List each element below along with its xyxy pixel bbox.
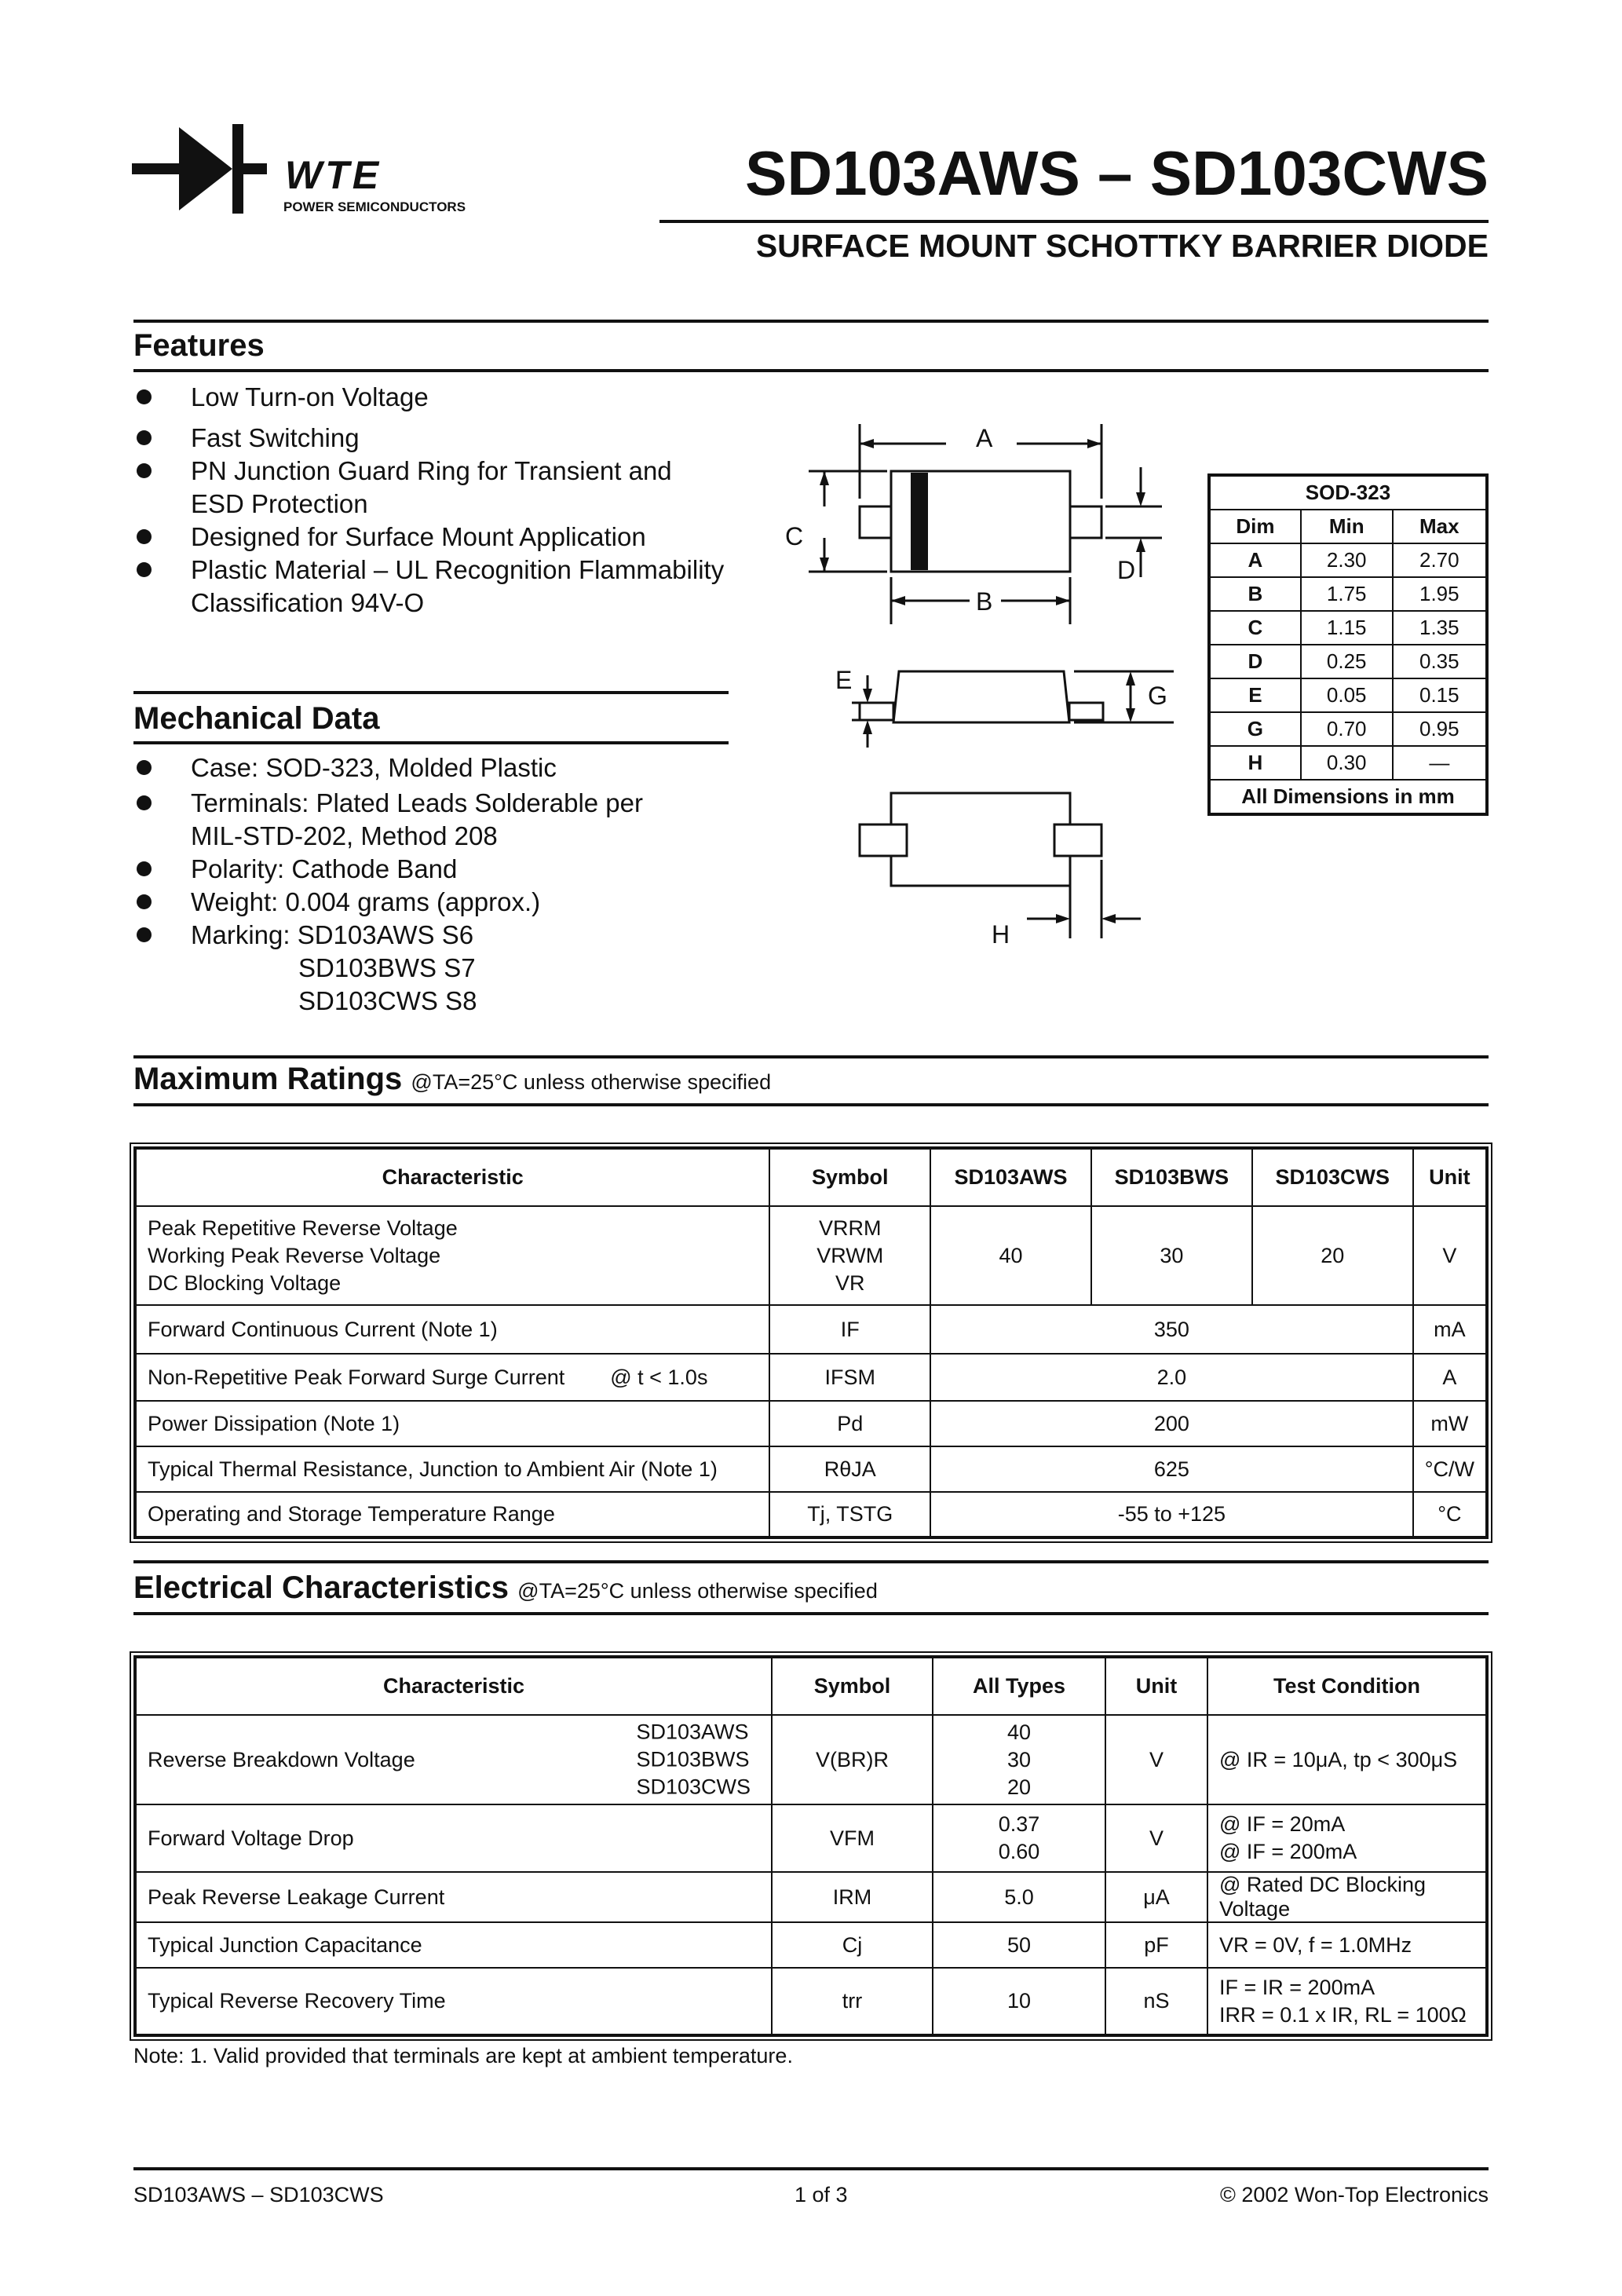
- max-ratings-condition: @TA=25°C unless otherwise specified: [411, 1070, 772, 1094]
- table-row: Peak Reverse Leakage Current IRM 5.0 μA …: [134, 1871, 1488, 1923]
- package-name: SOD-323: [1208, 474, 1488, 510]
- elec-title: Electrical Characteristics: [133, 1570, 510, 1605]
- mechanical-heading: Mechanical Data: [133, 701, 380, 736]
- electrical-table: Characteristic Symbol All Types Unit Tes…: [130, 1651, 1492, 2041]
- page-title: SD103AWS – SD103CWS: [744, 138, 1489, 208]
- table-row: Peak Repetitive Reverse Voltage Working …: [133, 1205, 1489, 1306]
- mech-top-rule: [133, 691, 729, 694]
- table-row: Forward Voltage Drop VFM 0.37 0.60 V @ I…: [134, 1804, 1488, 1873]
- dim-label-b: B: [976, 587, 993, 616]
- table-row: Non-Repetitive Peak Forward Surge Curren…: [133, 1353, 1489, 1402]
- table-row: Forward Continuous Current (Note 1) IF 3…: [133, 1304, 1489, 1355]
- max-ratings-table: Characteristic Symbol SD103AWS SD103BWS …: [130, 1143, 1492, 1543]
- col-header: Min: [1299, 509, 1394, 544]
- table-row: Operating and Storage Temperature Range …: [133, 1491, 1489, 1538]
- max-ratings-title: Maximum Ratings: [133, 1062, 403, 1096]
- dim-label-a: A: [976, 424, 993, 452]
- features-top-rule: [133, 320, 1489, 323]
- elec-bottom-rule: [133, 1612, 1489, 1615]
- table-row: Typical Thermal Resistance, Junction to …: [133, 1446, 1489, 1493]
- col-header: Unit: [1412, 1147, 1489, 1207]
- max-ratings-bottom-rule: [133, 1103, 1489, 1106]
- table-row: Power Dissipation (Note 1) Pd 200 mW: [133, 1400, 1489, 1447]
- elec-top-rule: [133, 1560, 1489, 1563]
- diode-logo-icon: [132, 124, 267, 214]
- table-row: Reverse Breakdown Voltage SD103AWS SD103…: [134, 1714, 1488, 1805]
- dimensions-footer: All Dimensions in mm: [1208, 779, 1488, 815]
- dim-label-g: G: [1148, 682, 1167, 710]
- brand-name: WTE: [285, 153, 382, 197]
- dim-label-h: H: [992, 920, 1010, 949]
- dim-label-c: C: [785, 522, 804, 550]
- col-header: Dim: [1208, 509, 1302, 544]
- features-bottom-rule: [133, 369, 1489, 372]
- table-note: Note: 1. Valid provided that terminals a…: [133, 2044, 793, 2067]
- page-number: 1 of 3: [795, 2183, 848, 2206]
- page-subtitle: SURFACE MOUNT SCHOTTKY BARRIER DIODE: [755, 228, 1489, 264]
- col-header: Characteristic: [134, 1656, 773, 1716]
- col-header: Characteristic: [133, 1147, 771, 1207]
- col-header: Test Condition: [1207, 1656, 1488, 1716]
- col-header: All Types: [932, 1656, 1106, 1716]
- logo: WTE POWER SEMICONDUCTORS: [132, 118, 477, 220]
- features-heading: Features: [133, 328, 265, 363]
- col-header: SD103BWS: [1090, 1147, 1253, 1207]
- title-rule: [659, 220, 1489, 223]
- mech-bottom-rule: [133, 741, 729, 744]
- footer-rule: [133, 2167, 1489, 2170]
- col-header: SD103AWS: [930, 1147, 1092, 1207]
- max-ratings-top-rule: [133, 1055, 1489, 1058]
- table-row: Typical Reverse Recovery Time trr 10 nS …: [134, 1967, 1488, 2036]
- col-header: Max: [1391, 509, 1489, 544]
- table-row: Typical Junction Capacitance Cj 50 pF VR…: [134, 1921, 1488, 1969]
- col-header: SD103CWS: [1251, 1147, 1414, 1207]
- max-ratings-heading: Maximum Ratings @TA=25°C unless otherwis…: [133, 1062, 771, 1097]
- elec-condition: @TA=25°C unless otherwise specified: [517, 1579, 878, 1603]
- col-header: Symbol: [771, 1656, 933, 1716]
- col-header: Symbol: [769, 1147, 932, 1207]
- brand-subtitle: POWER SEMICONDUCTORS: [283, 199, 466, 214]
- elec-heading: Electrical Characteristics @TA=25°C unle…: [133, 1570, 878, 1606]
- col-header: Unit: [1105, 1656, 1208, 1716]
- package-outline-diagram: [809, 424, 1174, 938]
- footer-right: © 2002 Won-Top Electronics: [1219, 2183, 1489, 2206]
- dim-label-e: E: [835, 666, 853, 694]
- footer-left: SD103AWS – SD103CWS: [133, 2183, 384, 2206]
- dim-label-d: D: [1117, 556, 1136, 584]
